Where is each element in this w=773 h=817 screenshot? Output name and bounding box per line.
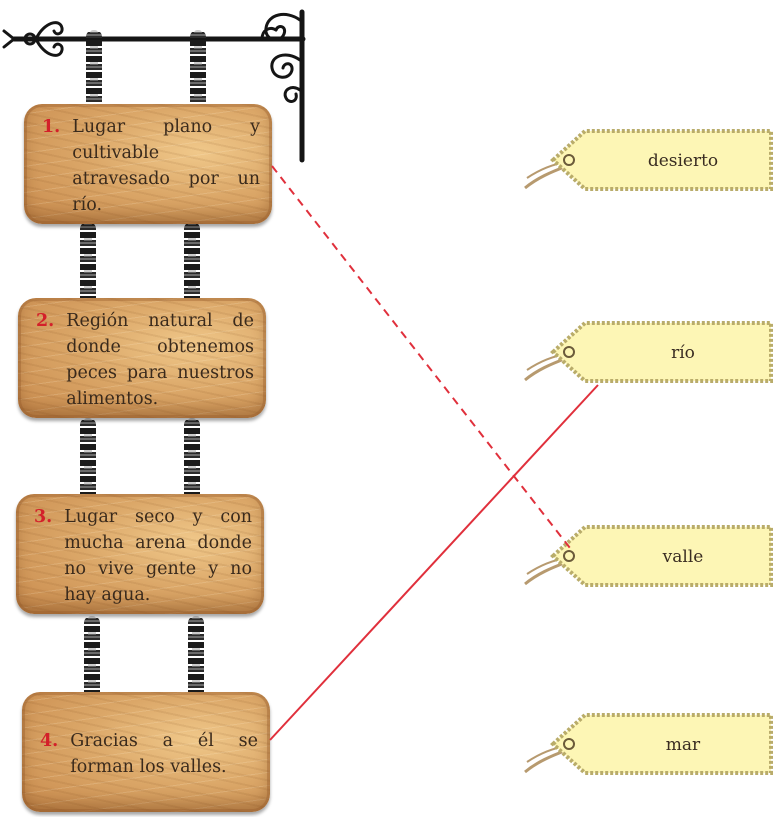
- sign-1[interactable]: 1. Lugar plano y cultivable atravesado p…: [24, 104, 272, 224]
- chain: [190, 30, 206, 112]
- sign-text: Región natural de donde obtenemos peces …: [66, 311, 254, 409]
- chain: [80, 418, 96, 502]
- tag-label: desierto: [647, 151, 719, 171]
- tag-mar[interactable]: mar: [523, 712, 773, 778]
- sign-number: 1.: [42, 117, 61, 137]
- sign-text: Lugar plano y cultivable atravesado por …: [72, 117, 260, 215]
- tag-label: río: [671, 343, 695, 363]
- sign-text: Gracias a él se forman los valles.: [70, 731, 258, 777]
- sign-text: Lugar seco y con mucha arena donde no vi…: [64, 507, 252, 605]
- chain: [184, 222, 200, 306]
- tag-label: mar: [665, 735, 701, 755]
- tag-rio[interactable]: río: [523, 320, 773, 386]
- chain: [84, 616, 100, 702]
- sign-2[interactable]: 2. Región natural de donde obtenemos pec…: [18, 298, 266, 418]
- sign-number: 4.: [40, 731, 59, 751]
- chain: [184, 418, 200, 502]
- sign-number: 2.: [36, 311, 55, 331]
- iron-bracket-icon: [2, 9, 306, 163]
- chain: [188, 616, 204, 702]
- tag-desierto[interactable]: desierto: [523, 128, 773, 194]
- sign-number: 3.: [34, 507, 53, 527]
- sign-4[interactable]: 4. Gracias a él se forman los valles.: [22, 692, 270, 812]
- tag-valle[interactable]: valle: [523, 524, 773, 590]
- tag-label: valle: [662, 547, 704, 567]
- sign-3[interactable]: 3. Lugar seco y con mucha arena donde no…: [16, 494, 264, 614]
- chain: [80, 222, 96, 306]
- chain: [86, 30, 102, 112]
